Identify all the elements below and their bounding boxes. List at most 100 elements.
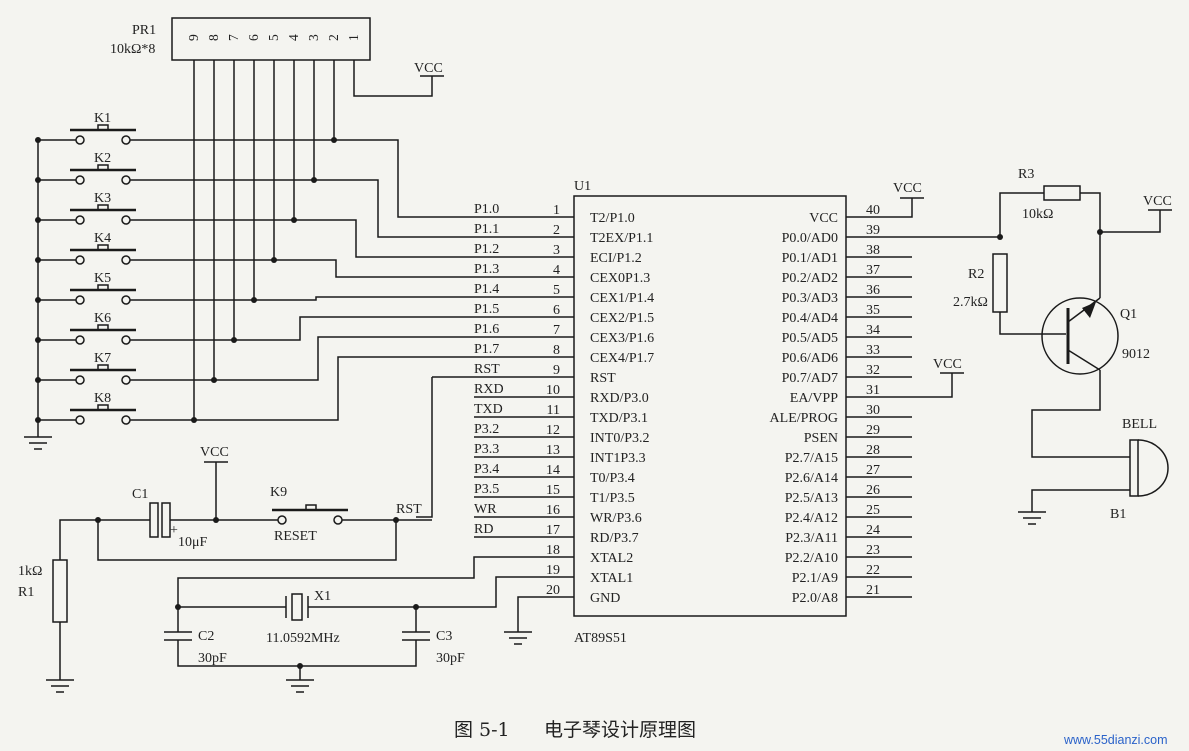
key-label: K6 — [94, 311, 111, 326]
pin-number: 13 — [546, 443, 560, 458]
pin-name: RD/P3.7 — [590, 531, 639, 546]
pr1-pin-number: 3 — [306, 34, 321, 41]
pin-name: P0.3/AD3 — [782, 291, 838, 306]
r2-resistor — [992, 253, 1008, 313]
pin-number: 29 — [866, 423, 880, 438]
bell-label: BELL — [1122, 417, 1157, 432]
pin-name: INT1P3.3 — [590, 451, 646, 466]
key-k5: K5 — [35, 271, 257, 305]
r1-resistor — [52, 559, 68, 623]
c1-capacitor — [149, 502, 159, 538]
pin-number: 38 — [866, 243, 880, 258]
pin-number: 7 — [553, 323, 560, 338]
pin-number: 5 — [553, 283, 560, 298]
pin-number: 4 — [553, 263, 560, 278]
key-k1: K1 — [35, 111, 337, 145]
pin-name: P2.0/A8 — [792, 591, 838, 606]
pin-net-label: TXD — [474, 402, 503, 417]
pin-number: 31 — [866, 383, 880, 398]
crystal-oscillator: X1 11.0592MHz C2 30pF C3 30pF — [164, 556, 574, 693]
caption-title: 电子琴设计原理图 — [544, 719, 696, 741]
pin-net-label: P1.6 — [474, 322, 499, 337]
pin-net-label: RST — [474, 362, 500, 377]
c2-capacitor — [164, 631, 192, 641]
key-label: K5 — [94, 271, 111, 286]
watermark-text: www.55dianzi.com — [1063, 733, 1168, 747]
pin-number: 14 — [546, 463, 560, 478]
c2-value: 30pF — [198, 651, 227, 666]
c3-label: C3 — [436, 629, 452, 644]
b1-label: B1 — [1110, 507, 1126, 522]
key-contact-left — [75, 135, 85, 145]
pin-number: 15 — [546, 483, 560, 498]
pin-net-label: P1.1 — [474, 222, 499, 237]
pin-name: P2.2/A10 — [785, 551, 838, 566]
pin-net-label: P1.4 — [474, 282, 499, 297]
r1-label: R1 — [18, 585, 34, 600]
vcc-label-40: VCC — [893, 181, 922, 196]
pin-number: 6 — [553, 303, 560, 318]
x1-label: X1 — [314, 589, 331, 604]
pin-name: P2.6/A14 — [785, 471, 838, 486]
r2-value: 2.7kΩ — [953, 295, 988, 310]
q1-part: 9012 — [1122, 347, 1150, 362]
pin-number: 36 — [866, 283, 880, 298]
r2-label: R2 — [968, 267, 984, 282]
key-contact-right — [121, 335, 131, 345]
pin-number: 11 — [547, 403, 560, 418]
k9-label: K9 — [270, 485, 287, 500]
pin-number: 28 — [866, 443, 880, 458]
key-contact-left — [75, 215, 85, 225]
pin-net-label: P1.5 — [474, 302, 499, 317]
c2-label: C2 — [198, 629, 214, 644]
c1-value: 10μF — [178, 535, 208, 550]
pin-name: GND — [590, 591, 620, 606]
pin-number: 3 — [553, 243, 560, 258]
key-contact-left — [75, 175, 85, 185]
key-contact-right — [121, 295, 131, 305]
pin-name: P2.3/A11 — [785, 531, 838, 546]
pin-name: RST — [590, 371, 616, 386]
r3-label: R3 — [1018, 167, 1034, 182]
pin-name: CEX2/P1.5 — [590, 311, 654, 326]
pin-name: T2EX/P1.1 — [590, 231, 653, 246]
key-k4: K4 — [35, 231, 277, 265]
r1-value: 1kΩ — [18, 564, 42, 579]
pin-name: VCC — [809, 211, 838, 226]
pin-name: XTAL2 — [590, 551, 633, 566]
pin-number: 24 — [866, 523, 880, 538]
pin-name: CEX1/P1.4 — [590, 291, 654, 306]
pin-name: CEX0P1.3 — [590, 271, 650, 286]
c3-capacitor — [402, 631, 430, 641]
pin-number: 40 — [866, 203, 880, 218]
c3-value: 30pF — [436, 651, 465, 666]
pin-number: 19 — [546, 563, 560, 578]
pin-name: P2.4/A12 — [785, 511, 838, 526]
pin-number: 37 — [866, 263, 880, 278]
pin-name: P0.7/AD7 — [782, 371, 838, 386]
key-label: K8 — [94, 391, 111, 406]
pin-net-label: P1.7 — [474, 342, 499, 357]
pin-number: 26 — [866, 483, 880, 498]
figure-caption: 图 5-1 电子琴设计原理图 — [454, 719, 696, 741]
pin-name: T1/P3.5 — [590, 491, 635, 506]
key-label: K7 — [94, 351, 111, 366]
